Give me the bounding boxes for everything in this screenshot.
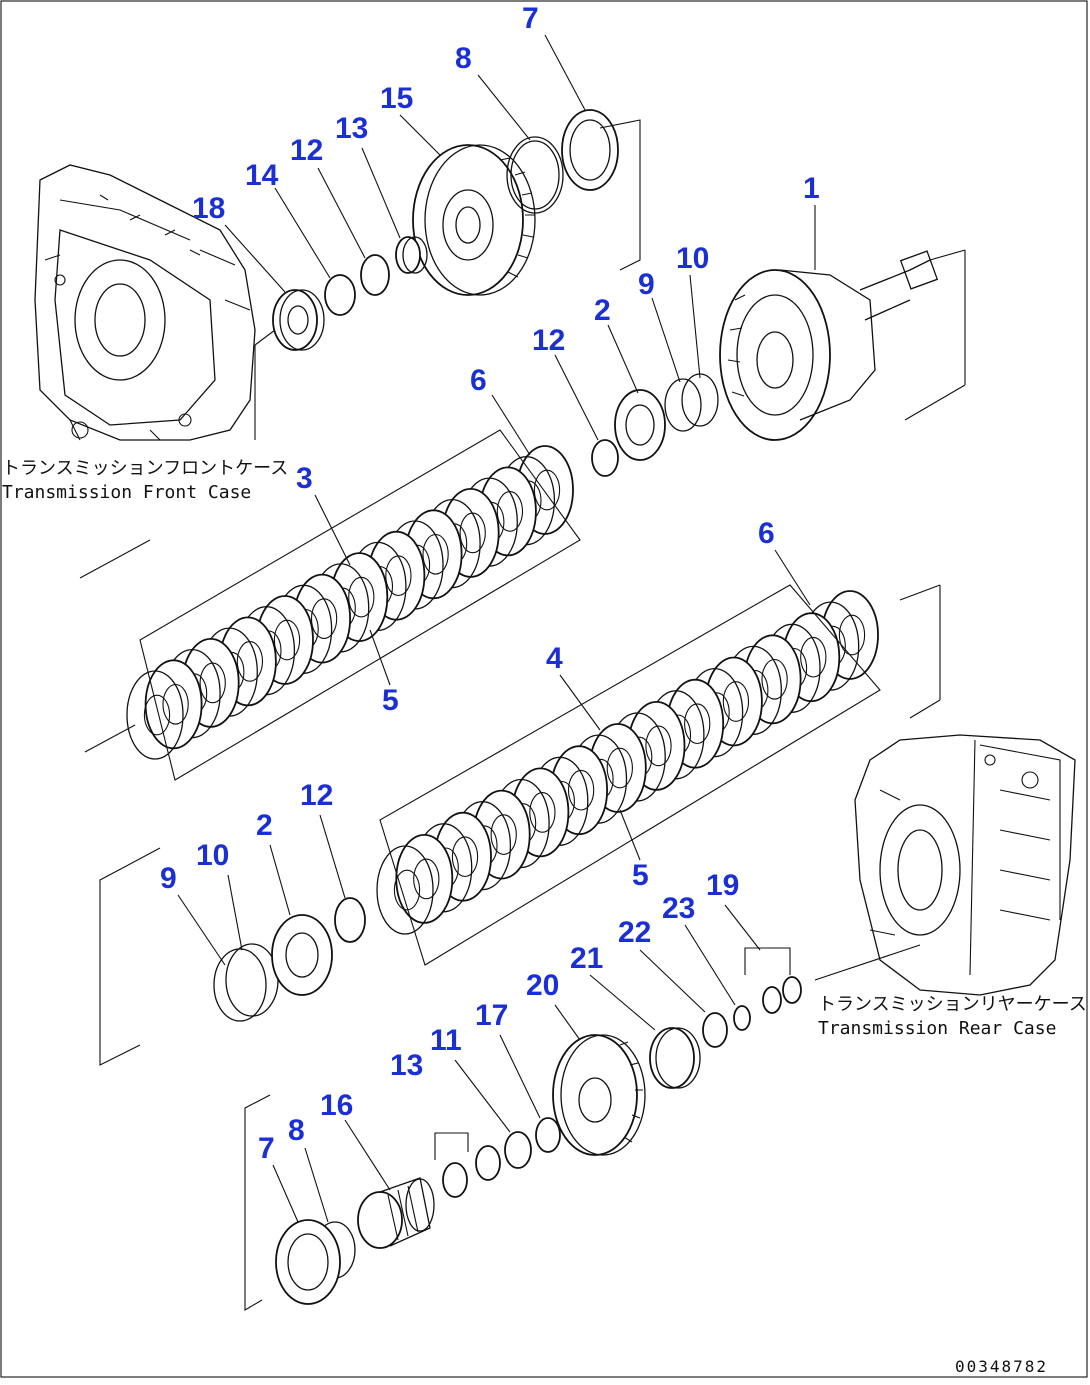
callout-6: 6 [470,364,487,397]
rear-case-caption-en: Transmission Rear Case [818,1018,1056,1039]
clutch-plate-bore [838,614,866,656]
clutch-plate-bore [567,769,595,811]
callout-3: 3 [296,462,313,495]
drawing-code: 00348782 [955,1357,1048,1376]
part-9-seal-lower [213,948,267,1022]
callout-8: 8 [288,1114,305,1147]
clutch-plate [126,670,184,760]
callout-21: 21 [570,942,603,975]
part-16-needle-bearing [357,1177,435,1249]
callout-12: 12 [290,134,323,167]
part-1-shaft [719,249,966,441]
clutch-plate-bore [529,792,556,833]
part-22-ring [702,1012,728,1048]
part-15-gear [412,144,536,296]
part-10-seal-lower [225,943,279,1017]
part-17-ring [535,1117,561,1153]
callout-22: 22 [618,916,651,949]
transmission-rear-case [814,734,1076,996]
callout-labels: 7 8 15 13 12 14 18 1 10 9 2 12 6 3 5 6 4… [160,2,820,1165]
callout-15: 15 [380,82,413,115]
callout-8: 8 [455,42,472,75]
rear-case-caption-jp: トランスミッションリヤーケース [818,994,1087,1015]
callout-2: 2 [594,294,611,327]
callout-5: 5 [382,684,399,717]
callout-1: 1 [803,172,820,205]
callout-14: 14 [245,159,279,192]
callout-5: 5 [632,859,649,892]
callout-10: 10 [196,839,229,872]
lower-pack-bracket [379,584,881,966]
callout-13: 13 [335,112,368,145]
part-10-seal-upper [681,373,719,427]
leader-lines [177,34,816,1223]
upper-pack-bracket [139,429,581,781]
clutch-plate-bore [606,747,633,789]
callout-13: 13 [390,1049,423,1082]
part-19-seal-rings [762,976,802,1014]
clutch-plate-bore [722,681,750,722]
clutch-plate-bore [490,814,517,855]
part-13-collars-bottom [442,1145,501,1198]
clutch-plate-bore [684,703,711,745]
clutch-plate-bore [413,858,440,900]
callout-12: 12 [532,324,565,357]
part-8-snap-ring-top [506,136,564,214]
part-7-race-bottom [275,1219,341,1305]
part-18-bearing [272,289,325,351]
callout-18: 18 [192,192,225,225]
part-12-ring-middle [591,439,619,477]
clutch-plate-bore [800,636,827,678]
callout-10: 10 [676,242,709,275]
lower-clutch-pack [376,590,879,935]
callout-6: 6 [758,517,775,550]
callout-11: 11 [430,1024,462,1057]
part-13-collar-top [395,236,428,274]
callout-4: 4 [546,642,563,675]
clutch-plate-bore [451,836,479,878]
callout-16: 16 [320,1089,353,1122]
part-11-ring [504,1131,532,1169]
part-21-bearing [649,1027,701,1089]
callout-9: 9 [638,268,655,301]
part-23-ring [733,1005,751,1031]
callout-20: 20 [526,969,559,1002]
part-9-seal-upper [664,378,702,432]
clutch-plate-bore [761,658,788,700]
clutch-plate [376,845,434,935]
part-14-ring [324,274,356,316]
callout-19: 19 [706,869,739,902]
transmission-front-case [34,164,276,441]
part-12-ring-top [360,254,390,296]
clutch-plate-bore [645,725,672,767]
callout-7: 7 [258,1132,275,1165]
clutch-plate-bore [393,869,421,911]
callout-17: 17 [475,999,508,1032]
upper-clutch-pack [126,445,574,760]
part-2-piston-lower [271,914,333,996]
callout-12: 12 [300,779,333,812]
part-20-gear [552,1034,646,1156]
callout-9: 9 [160,862,177,895]
callout-23: 23 [662,892,695,925]
part-2-piston-upper [614,389,666,461]
callout-2: 2 [256,809,273,842]
part-12-ring-lower [334,897,366,943]
clutch-plate [144,659,203,750]
front-case-caption-en: Transmission Front Case [2,482,251,503]
clutch-plate-bore [143,694,171,736]
callout-7: 7 [522,2,539,35]
part-7-race-top [561,109,619,191]
front-case-caption-jp: トランスミッションフロントケース [2,458,288,479]
